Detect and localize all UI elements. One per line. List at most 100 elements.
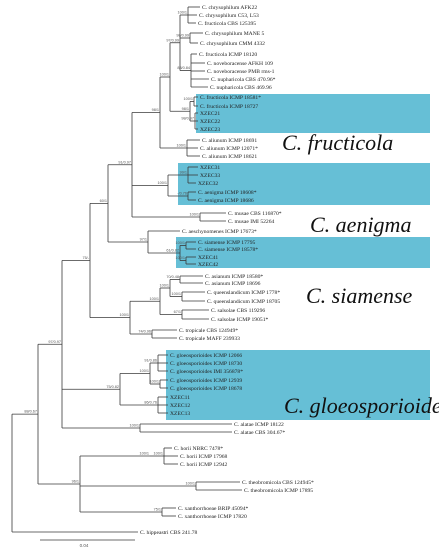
- taxon-label: C. chrysophilum AFK22: [202, 5, 257, 11]
- support-value: 100/1: [149, 380, 159, 384]
- taxon-label: C. gloeosporioides ICMP 18730: [170, 361, 242, 367]
- taxon-label: C. chrysophilum C53, L53: [199, 13, 259, 19]
- support-value: 100/1: [159, 73, 169, 77]
- taxon-label: XZEC32: [198, 181, 218, 187]
- support-value-layer: 88/0.6797/0.9775/-60/191/0.9798/1100/197…: [24, 11, 199, 512]
- taxon-label: C. xanthorrhoeae BRIP 45094*: [178, 506, 249, 512]
- scale-bar-label: 0.04: [80, 543, 89, 548]
- taxon-label: C. nupharicola CBS 470.96*: [211, 77, 276, 83]
- taxon-label: C. alatae CBS 304.67*: [234, 430, 285, 436]
- support-value: 98/0.99: [176, 34, 189, 38]
- siamense-clade-label: C. siamense: [306, 283, 413, 308]
- support-value: 97/1: [140, 238, 147, 242]
- support-value: 100/1: [153, 452, 163, 456]
- taxon-label: XZEC13: [170, 411, 190, 417]
- aenigma-clade-label: C. aenigma: [310, 212, 411, 237]
- support-value: 100/1: [171, 292, 181, 296]
- taxon-label: C. gloeosporioides ICMP 18678: [170, 386, 242, 392]
- taxon-label: C. noveboracense PMB rms-1: [207, 69, 275, 75]
- taxon-label: XZEC22: [200, 119, 220, 125]
- taxon-label-layer: C. chrysophilum AFK22 C. chrysophilum C53…: [140, 5, 314, 536]
- taxon-label: C. noveboracense AFKH 109: [207, 61, 273, 67]
- taxon-label: XZEC33: [200, 173, 220, 179]
- support-value: 100/1: [175, 256, 185, 260]
- support-value: 100/1: [157, 181, 167, 185]
- support-value: 70/0.48: [166, 275, 179, 279]
- taxon-label: C. aliunum ICMP 12071*: [200, 146, 258, 152]
- taxon-label: C. horii ICMP 12942: [180, 462, 228, 468]
- taxon-label: C. aliunum ICMP 18691: [202, 138, 257, 144]
- support-value: 74/0.96: [138, 330, 151, 334]
- taxon-label: XZEC31: [200, 165, 220, 171]
- taxon-label: C. musae IMI 52264: [228, 219, 275, 225]
- taxon-label: C. chrysophilum MANE 5: [205, 31, 265, 37]
- taxon-label: C. aenigma ICMP 18608*: [198, 190, 257, 196]
- support-value: 99/1: [180, 171, 187, 175]
- taxon-label: C. tropicale CBS 124949*: [179, 328, 238, 334]
- taxon-label: C. siamense ICMP 17795: [198, 240, 255, 246]
- taxon-label: C. horii NBRC 7478*: [174, 446, 223, 452]
- scale-bar: 0.04: [40, 539, 135, 548]
- support-value: 100/1: [139, 369, 149, 373]
- taxon-label: XZEC42: [198, 262, 218, 268]
- support-value: 97/0.97: [48, 340, 61, 344]
- taxon-label: XZEC11: [170, 395, 190, 401]
- support-value: 75/-: [82, 256, 89, 260]
- support-value: 91/0.97: [118, 160, 131, 164]
- support-value: 98/1: [152, 108, 159, 112]
- support-value: 86/0.76: [144, 401, 157, 405]
- support-value: 61/0.82: [166, 249, 179, 253]
- support-value: 100/1: [149, 297, 159, 301]
- support-value: 100/1: [189, 213, 199, 217]
- clade-highlight-layer: [166, 94, 430, 420]
- support-value: 100/1: [176, 144, 186, 148]
- support-value: 100/1: [159, 284, 169, 288]
- support-value: 96/1: [72, 480, 79, 484]
- taxon-label: C. salsolae ICMP 19051*: [211, 317, 268, 323]
- aenigma-clade-highlight: [178, 163, 430, 205]
- support-value: 60/1: [100, 199, 107, 203]
- taxon-label: C. aeschynomenes ICMP 17673*: [182, 229, 257, 235]
- support-value: 98/0.97: [181, 117, 194, 121]
- branch-layer: [11, 6, 242, 533]
- taxon-label: C. chrysophilum CMM 4332: [200, 41, 265, 47]
- support-value: 67/1: [174, 310, 181, 314]
- support-value: -/0.76: [177, 192, 187, 196]
- support-value: 97/0.99: [166, 38, 179, 42]
- support-value: 100/1: [119, 313, 129, 317]
- taxon-label: C. fructicola ICMP 18120: [199, 51, 257, 58]
- taxon-label: C. hippeastri CBS 241.78: [140, 530, 198, 536]
- taxon-label: C. siamense ICMP 18578*: [198, 247, 258, 253]
- gloeosporioides-clade-highlight: [166, 350, 430, 420]
- taxon-label: C. theobromicola CBS 124945*: [242, 480, 314, 486]
- taxon-label: C. fructicola ICMP 18727: [200, 103, 258, 110]
- taxon-label: C. nupharicola CBS 469.96: [210, 85, 272, 91]
- support-value: 83/0.84: [177, 66, 190, 70]
- taxon-label: XZEC21: [200, 111, 220, 117]
- support-value: 100/1: [185, 482, 195, 486]
- support-value: 75/0.82: [106, 385, 119, 389]
- taxon-label: C. musae CBS 116870*: [228, 211, 282, 217]
- taxon-label: C. fructicola CBS 125395: [198, 20, 256, 27]
- fructicola-clade-label: C. fructicola: [282, 130, 393, 155]
- support-value: 98/1: [182, 107, 189, 111]
- support-value: 75/1: [154, 508, 161, 512]
- taxon-label: C. salsolae CBS 119296: [211, 308, 265, 314]
- taxon-label: XZEC23: [200, 127, 220, 133]
- support-value: 100/1: [139, 452, 149, 456]
- taxon-label: C. theobromicola ICMP 17895: [244, 488, 313, 494]
- fructicola-clade-highlight: [196, 94, 430, 133]
- taxon-label: C. aenigma ICMP 18686: [198, 198, 254, 204]
- taxon-label: C. tropicale MAFF 239933: [179, 336, 240, 342]
- taxon-label: C. gloeosporioides ICMP 12939: [170, 378, 242, 384]
- taxon-label: C. gloeosporioides IMI 356878*: [170, 369, 243, 375]
- taxon-label: C. alatae ICMP 18122: [234, 422, 284, 428]
- taxon-label: XZEC12: [170, 403, 190, 409]
- taxon-label: C. asianum ICMP 18696: [205, 281, 261, 287]
- taxon-label: C. aliunum ICMP 18621: [202, 154, 257, 160]
- taxon-label: C. xanthorrhoeae ICMP 17820: [178, 514, 247, 520]
- taxon-label: C. queenslandicum ICMP 1778*: [207, 290, 280, 296]
- support-value: 100/1: [183, 97, 193, 101]
- taxon-label: C. asianum ICMP 18580*: [205, 274, 263, 280]
